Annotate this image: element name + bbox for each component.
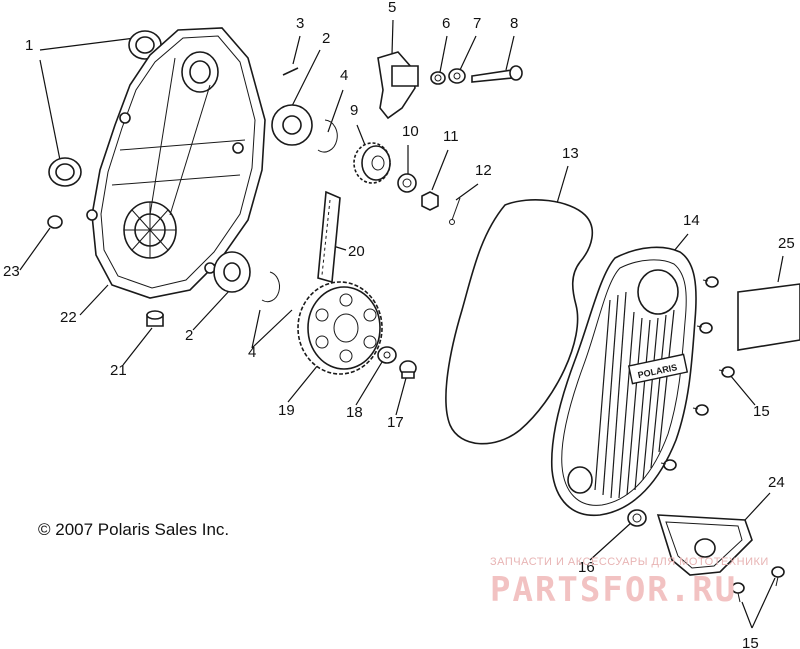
callout-c25: 25: [778, 235, 795, 252]
callout-c17: 17: [387, 414, 404, 431]
callout-c23: 23: [3, 263, 20, 280]
copyright-notice: © 2007 Polaris Sales Inc.: [38, 520, 230, 539]
callout-c22: 22: [60, 309, 77, 326]
bolt-part-17: [399, 360, 417, 379]
nut-part-6: [430, 71, 446, 85]
callout-c10: 10: [402, 123, 419, 140]
snap-ring-part-4-upper: [317, 119, 338, 153]
sprocket-part-9: [353, 142, 391, 184]
callout-c5: 5: [388, 0, 396, 16]
nut-part-11: [421, 191, 439, 211]
callout-c4b: 4: [248, 344, 256, 361]
callout-c16: 16: [578, 559, 595, 576]
cotter-pin-part-12: [449, 197, 461, 225]
bearing-part-2-upper: [271, 104, 313, 146]
callout-c12: 12: [475, 162, 492, 179]
washer-part-10: [397, 173, 417, 193]
snap-ring-part-4-lower: [261, 271, 280, 303]
callout-c20: 20: [348, 243, 365, 260]
callout-c9: 9: [350, 102, 358, 119]
bolt-part-8: [471, 65, 523, 83]
bolt-15-a: [702, 276, 719, 288]
bolt-15-c: [718, 366, 735, 378]
callout-c14: 14: [683, 212, 700, 229]
callout-c19: 19: [278, 402, 295, 419]
callout-c15b: 15: [742, 635, 759, 649]
watermark-logo: PARTSFOR.RU: [490, 570, 738, 610]
cover-bolts-part-15: [660, 276, 785, 603]
bolt-15-d: [692, 404, 709, 416]
callout-c7: 7: [473, 15, 481, 32]
callout-c4a: 4: [340, 67, 348, 84]
sprocket-part-19: [297, 281, 383, 375]
bearing-part-2-lower: [213, 251, 251, 293]
gasket-part-13: [445, 199, 594, 445]
callout-c13: 13: [562, 145, 579, 162]
callout-c1: 1: [25, 37, 33, 54]
callout-c2b: 2: [185, 327, 193, 344]
bolt-15-e: [660, 459, 677, 471]
callout-c6: 6: [442, 15, 450, 32]
pin-part-3: [282, 67, 299, 76]
callout-c18: 18: [346, 404, 363, 421]
bolt-15-f: [771, 566, 785, 587]
callout-c11: 11: [443, 128, 459, 145]
callout-c2a: 2: [322, 30, 330, 47]
watermark-text: ЗАПЧАСТИ И АКСЕССУАРЫ ДЛЯ МОТОТЕХНИКИ: [490, 556, 769, 568]
plug-part-21: [146, 310, 164, 327]
washer-part-7: [448, 68, 466, 84]
washer-part-18: [377, 346, 397, 364]
tensioner-part-5: [377, 51, 419, 120]
callout-c8: 8: [510, 15, 518, 32]
guard-plate-part-24: [656, 514, 753, 576]
bolt-15-g: [731, 582, 745, 603]
callout-c15a: 15: [753, 403, 770, 420]
chain-part-20: [317, 190, 341, 284]
seal-part-16: [627, 509, 647, 527]
bolt-15-b: [696, 322, 713, 334]
chaincase-housing-part-22: [86, 27, 266, 299]
callout-c24: 24: [768, 474, 785, 491]
cover-part-14: POLARIS: [550, 246, 697, 517]
callout-c21: 21: [110, 362, 127, 379]
decal-part-25: [737, 283, 800, 351]
callout-c3: 3: [296, 15, 304, 32]
nut-part-23: [47, 215, 63, 229]
